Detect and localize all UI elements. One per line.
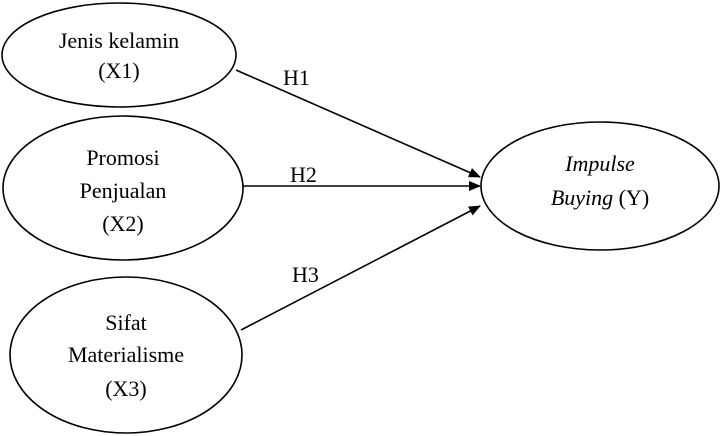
node-y-label-code: (Y) xyxy=(613,185,649,210)
node-y-label-line2: Buying (Y) xyxy=(551,185,649,210)
edge-label-h1: H1 xyxy=(283,65,310,90)
node-x2-label-line1: Promosi xyxy=(86,145,159,170)
edge-label-h2: H2 xyxy=(290,162,317,187)
node-y-label-line1: Impulse xyxy=(564,151,635,176)
node-y-label-buying: Buying xyxy=(551,185,613,210)
edge-h3 xyxy=(240,205,481,331)
node-y: Impulse Buying (Y) xyxy=(480,121,720,251)
node-y-ellipse xyxy=(480,121,720,251)
node-x1-ellipse xyxy=(1,2,237,108)
node-x2-label-line3: (X2) xyxy=(102,211,144,236)
edge-h1 xyxy=(235,69,481,178)
node-x3: Sifat Materialisme (X3) xyxy=(9,276,243,434)
node-x3-ellipse xyxy=(9,276,243,434)
node-x1-label-line2: (X1) xyxy=(98,58,140,83)
node-x2-label-line2: Penjualan xyxy=(80,178,167,203)
node-x3-label-line3: (X3) xyxy=(105,376,147,401)
edge-label-h3: H3 xyxy=(292,262,319,287)
node-x1: Jenis kelamin (X1) xyxy=(1,2,237,108)
node-x3-label-line2: Materialisme xyxy=(68,342,184,367)
node-x3-label-line1: Sifat xyxy=(105,310,147,335)
node-x2: Promosi Penjualan (X2) xyxy=(2,115,244,261)
node-x1-label-line1: Jenis kelamin xyxy=(59,28,179,53)
node-x2-ellipse xyxy=(2,115,244,261)
